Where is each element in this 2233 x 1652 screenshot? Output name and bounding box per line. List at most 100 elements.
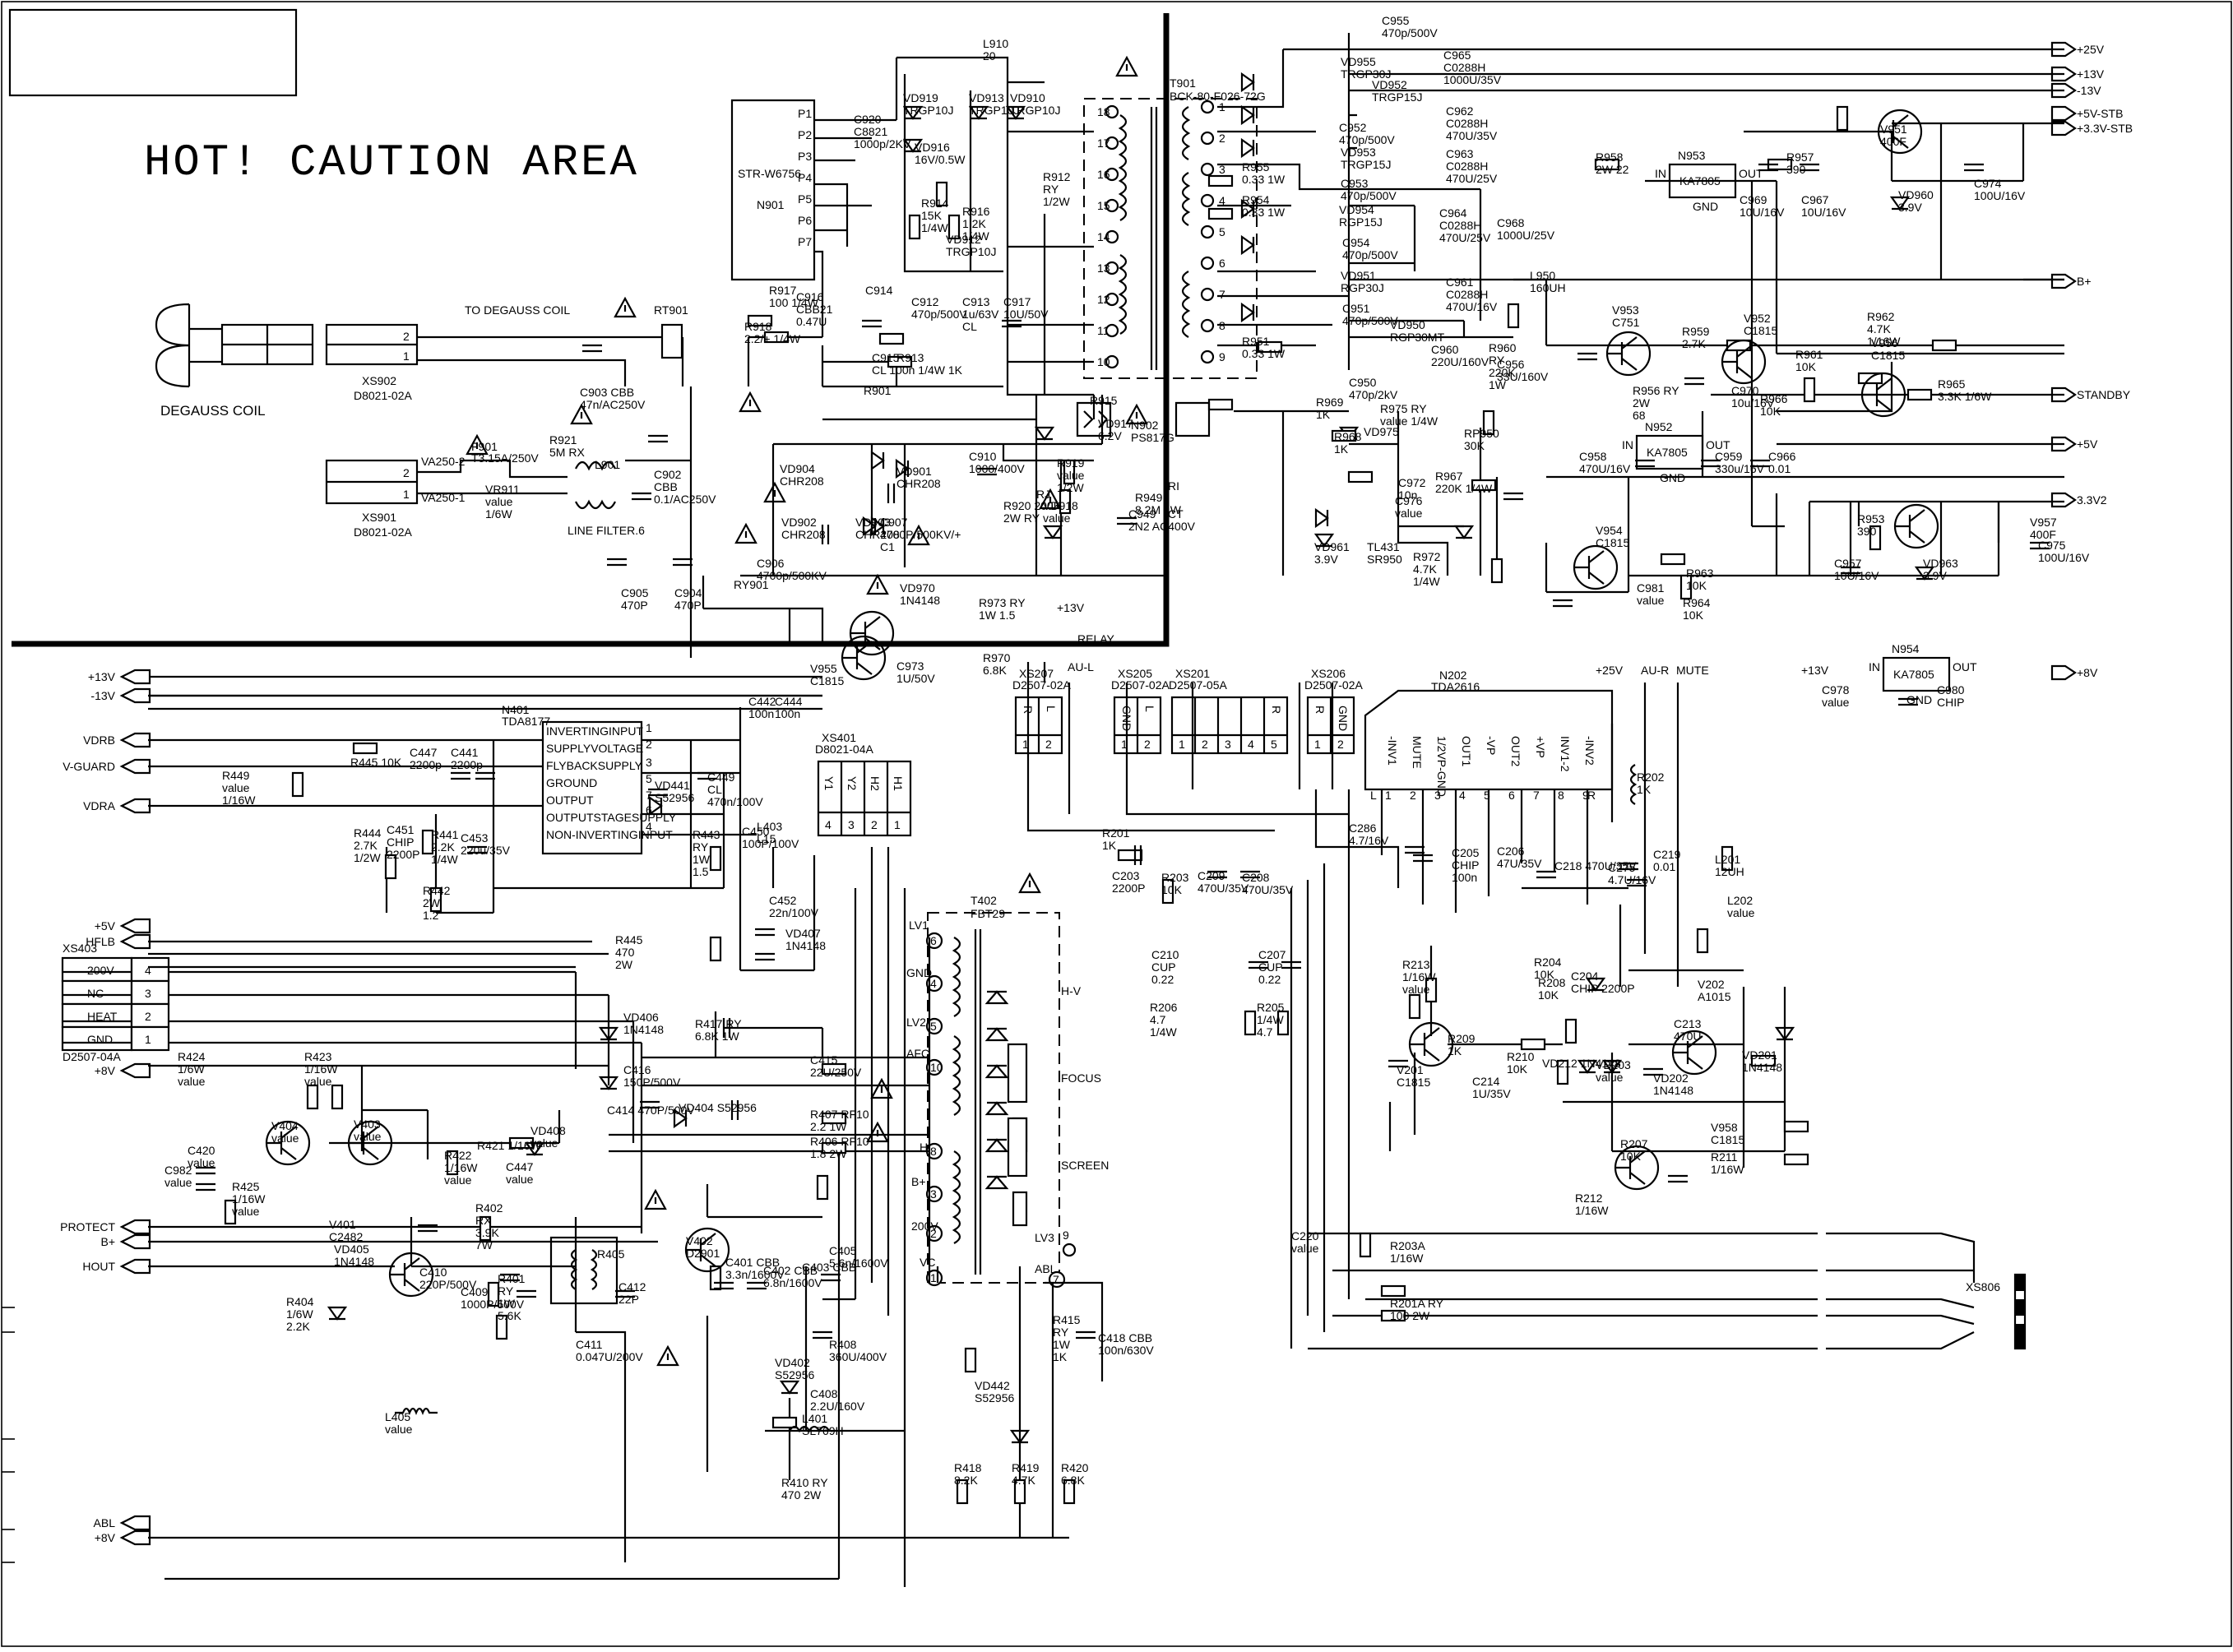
n401-line-6: NON-INVERTINGINPUT xyxy=(546,828,673,841)
component-label-119: R445 10K xyxy=(350,756,402,769)
resistor-icon xyxy=(1490,558,1503,584)
n202-pin-num: 8 xyxy=(1558,789,1564,802)
t901-pin-label: 11 xyxy=(1097,324,1110,337)
capacitor-icon xyxy=(648,434,668,443)
right-rail-arrow xyxy=(2050,41,2077,58)
n202-pin-num: 6 xyxy=(1508,789,1515,802)
t402-pin-label: 9 xyxy=(1063,1229,1069,1242)
resistor-icon xyxy=(1276,1010,1290,1036)
left-rail-arrow xyxy=(119,1233,151,1250)
diode-icon xyxy=(1585,977,1606,992)
capacitor-icon xyxy=(1133,845,1142,865)
xs902-label: XS902 xyxy=(362,374,396,387)
resistor-icon xyxy=(446,1150,459,1176)
resistor-icon xyxy=(935,181,948,207)
resistor-icon xyxy=(1660,553,1686,566)
regulator-in: IN xyxy=(1622,438,1633,451)
capacitor-icon xyxy=(467,845,487,854)
resistor-icon xyxy=(1347,470,1374,484)
t901-pin xyxy=(1200,224,1215,239)
capacitor-icon xyxy=(813,1330,832,1340)
rt901-label: RT901 xyxy=(654,303,688,317)
t901-pin xyxy=(1105,167,1119,182)
warning-triangle-icon xyxy=(763,481,786,503)
t402-coil-3 xyxy=(952,1150,961,1244)
right-rails: +25V+13V-13V+5V-STB+3.3V-STBB+STANDBY+5V… xyxy=(2050,41,2133,681)
t402-coil-1 xyxy=(952,937,961,1017)
connector-ref: XS205 xyxy=(1118,667,1152,680)
n202-pin-name: 1/2VP-GND xyxy=(1435,736,1448,797)
fbt-vc: VC xyxy=(920,1256,935,1269)
capacitor-icon xyxy=(821,525,830,544)
left-rail-0: +13V xyxy=(88,670,116,683)
capacitor-icon xyxy=(755,928,775,937)
diode-icon xyxy=(1314,507,1329,529)
warning-triangle-icon xyxy=(866,1121,889,1143)
connector-pin-num: 2 xyxy=(1202,738,1208,751)
warning-triangle-icon xyxy=(907,524,930,546)
n202-pin-num: 7 xyxy=(1533,789,1540,802)
capacitor-icon xyxy=(1503,492,1523,501)
component-symbols xyxy=(196,72,2050,1505)
left-rail-arrow xyxy=(119,732,151,748)
xs403-row-name: 200V xyxy=(87,964,114,977)
left-rail-arrow xyxy=(119,798,151,814)
xs403-part: D2507-04A xyxy=(63,1050,121,1063)
right-rail-arrow xyxy=(2050,386,2077,403)
resistor-icon xyxy=(1482,410,1495,436)
capacitor-icon xyxy=(517,1289,536,1298)
component-label-94: VD975 xyxy=(1364,425,1399,438)
warning-triangle-icon xyxy=(734,522,757,544)
xs403-pin-cell xyxy=(130,1002,170,1029)
t901-pin xyxy=(1200,349,1215,364)
t901-pin xyxy=(1200,318,1215,333)
capacitor-icon xyxy=(722,1018,731,1038)
xs403-row-pin: 1 xyxy=(145,1033,151,1046)
n202-pin-name: +VP xyxy=(1534,736,1547,758)
regulator-out: OUT xyxy=(1953,660,1977,673)
resistor-icon xyxy=(1207,398,1234,411)
t901-pin xyxy=(1105,292,1119,307)
resistor-icon xyxy=(384,854,397,880)
resistor-icon xyxy=(1359,1232,1372,1258)
connector-pin-num: 3 xyxy=(1225,738,1231,751)
n901-pin-p4: P4 xyxy=(798,171,812,184)
left-rail-arrow xyxy=(119,687,151,704)
capacitor-icon xyxy=(1635,459,1655,468)
t901-pin-label: 7 xyxy=(1219,288,1225,301)
left-rail-2: VDRB xyxy=(83,733,115,747)
